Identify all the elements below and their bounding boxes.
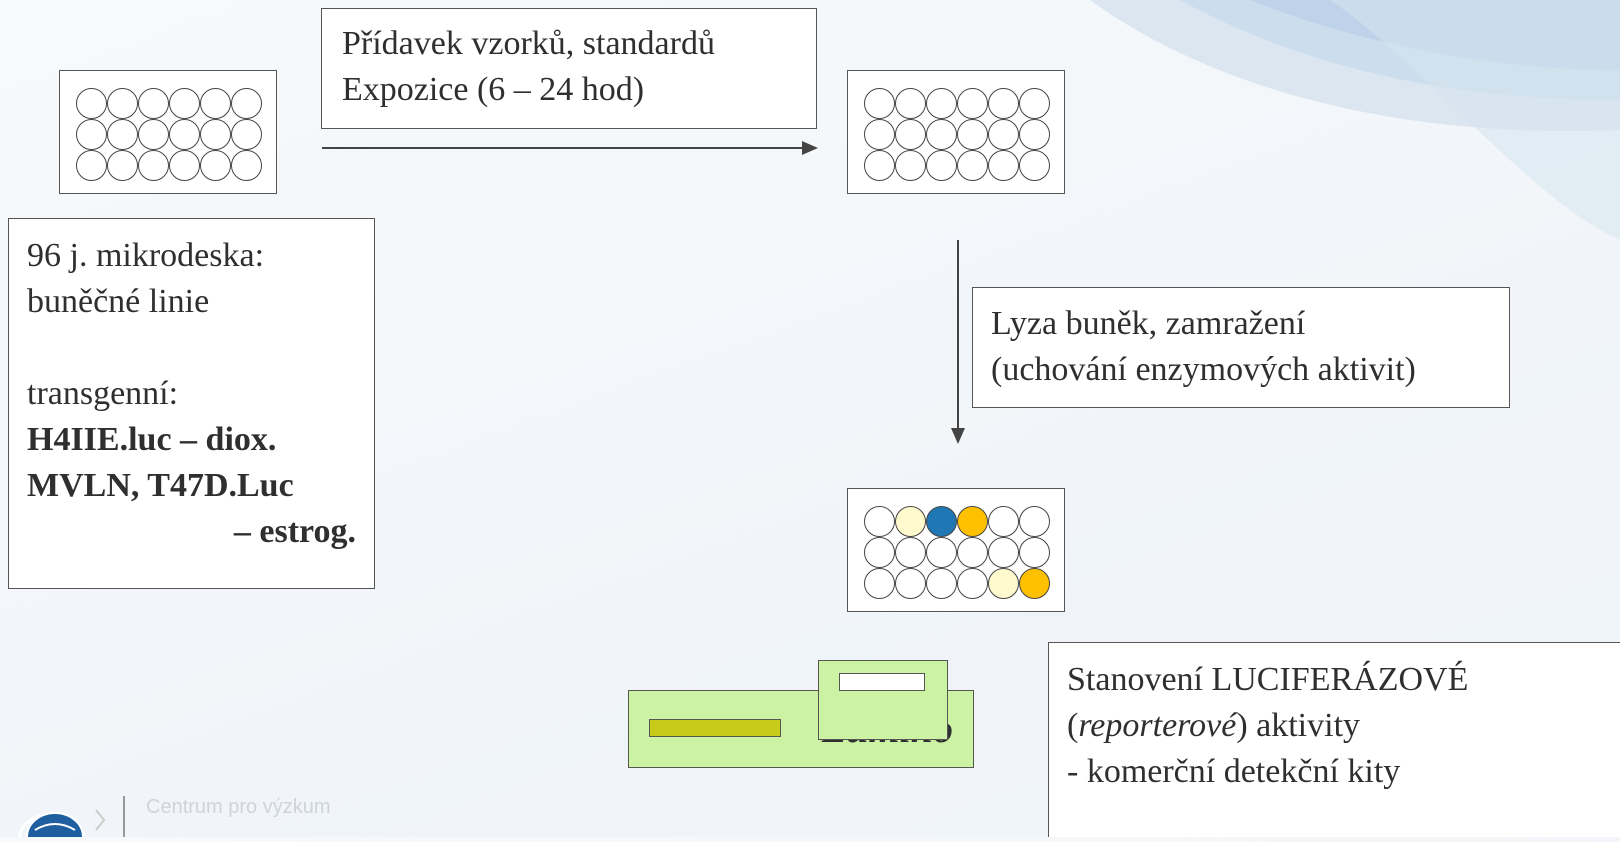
well — [926, 88, 957, 119]
well — [76, 150, 107, 181]
well — [76, 119, 107, 150]
step-measure-line2: (reporterové) aktivity — [1067, 703, 1602, 749]
well — [864, 537, 895, 568]
line2-rest: ) aktivity — [1236, 707, 1361, 744]
arrow-head-down — [951, 428, 965, 444]
well — [200, 119, 231, 150]
step-add-line2: Expozice (6 – 24 hod) — [342, 71, 645, 108]
well — [1019, 119, 1050, 150]
well — [864, 119, 895, 150]
well — [926, 150, 957, 181]
arrow-head-right — [802, 141, 818, 155]
well — [957, 119, 988, 150]
well — [138, 150, 169, 181]
well — [231, 119, 262, 150]
logo-text: Centrum pro výzkum — [146, 796, 331, 818]
well — [1019, 150, 1050, 181]
well — [988, 537, 1019, 568]
well-gold — [957, 506, 988, 537]
well — [1019, 88, 1050, 119]
globe-icon — [18, 796, 125, 842]
arrow-lysis — [957, 240, 959, 430]
well — [107, 150, 138, 181]
well-grid — [864, 88, 1050, 181]
display-slot — [839, 673, 925, 691]
reporter-italic: reporterové — [1078, 707, 1237, 744]
well — [895, 150, 926, 181]
plate-info-line6: – estrog. — [233, 513, 356, 550]
step-add-line1: Přídavek vzorků, standardů — [342, 25, 715, 62]
well — [864, 88, 895, 119]
luminometer-top — [818, 660, 948, 740]
step-measure-line1: Stanovení LUCIFERÁZOVÉ — [1067, 661, 1469, 698]
well-pale — [988, 568, 1019, 599]
well — [138, 88, 169, 119]
well — [957, 537, 988, 568]
well — [988, 150, 1019, 181]
microplate-results — [847, 488, 1065, 612]
microplate-exposed — [847, 70, 1065, 194]
step-lysis-line2: (uchování enzymových aktivit) — [991, 351, 1416, 388]
well — [1019, 506, 1050, 537]
well-grid — [76, 88, 262, 181]
step-measure-line3: - komerční detekční kity — [1067, 753, 1401, 790]
well-gold — [1019, 568, 1050, 599]
microplate-initial — [59, 70, 277, 194]
well — [138, 119, 169, 150]
well — [1019, 537, 1050, 568]
arrow-exposure — [322, 147, 804, 149]
well — [76, 88, 107, 119]
plate-info-line5: MVLN, T47D.Luc — [27, 467, 294, 504]
well — [957, 88, 988, 119]
well — [864, 150, 895, 181]
well — [895, 119, 926, 150]
institution-logo: Centrum pro výzkum — [0, 790, 370, 842]
well — [169, 119, 200, 150]
well-grid — [864, 506, 1050, 599]
well — [231, 150, 262, 181]
step-measure-box: Stanovení LUCIFERÁZOVÉ (reporterové) akt… — [1048, 642, 1620, 837]
well — [169, 88, 200, 119]
well — [169, 150, 200, 181]
well — [926, 537, 957, 568]
well — [988, 119, 1019, 150]
plate-info-box: 96 j. mikrodeska: buněčné linie transgen… — [8, 218, 375, 589]
well — [926, 568, 957, 599]
well — [200, 88, 231, 119]
well — [957, 150, 988, 181]
plate-info-line2: buněčné linie — [27, 283, 210, 320]
well — [988, 506, 1019, 537]
well — [864, 506, 895, 537]
step-lysis-box: Lyza buněk, zamražení (uchování enzymový… — [972, 287, 1510, 408]
well — [107, 88, 138, 119]
step-lysis-line1: Lyza buněk, zamražení — [991, 305, 1306, 342]
well-pale — [895, 506, 926, 537]
plate-info-line1: 96 j. mikrodeska: — [27, 237, 265, 274]
well — [895, 537, 926, 568]
well — [926, 119, 957, 150]
paren-open: ( — [1067, 707, 1079, 744]
sample-slot — [649, 719, 781, 737]
well — [200, 150, 231, 181]
well — [864, 568, 895, 599]
well — [988, 88, 1019, 119]
plate-info-line4: H4IIE.luc – diox. — [27, 421, 277, 458]
well — [957, 568, 988, 599]
plate-info-line3: transgenní: — [27, 375, 179, 412]
step-add-samples-box: Přídavek vzorků, standardů Expozice (6 –… — [321, 8, 817, 129]
well — [895, 568, 926, 599]
well — [231, 88, 262, 119]
well — [107, 119, 138, 150]
well — [895, 88, 926, 119]
well-blue — [926, 506, 957, 537]
